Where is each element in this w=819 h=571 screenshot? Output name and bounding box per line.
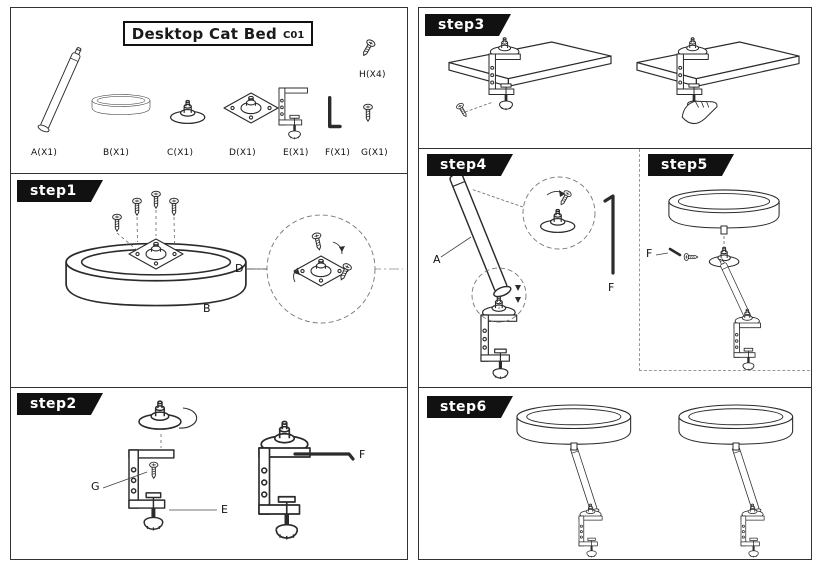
bed-drawing	[668, 189, 780, 229]
part-c-swivel-drawing	[170, 99, 206, 124]
desk-board-drawing-2	[636, 41, 800, 87]
swivel-drawing	[138, 400, 182, 430]
part-d-plate-drawing	[223, 92, 279, 124]
step45-row: step4 A F	[419, 149, 811, 388]
part-label-g: G(X1)	[361, 148, 388, 158]
assembly1-bed	[516, 404, 632, 445]
callout-e: E	[221, 503, 228, 516]
step5-banner: step5	[648, 154, 734, 176]
hand-drawing	[679, 96, 721, 127]
screw-drawing	[683, 253, 699, 261]
step5-section: step5 F	[639, 149, 810, 371]
step2-banner: step2	[17, 393, 103, 415]
step4-banner: step4	[427, 154, 513, 176]
callout-f2: F	[359, 448, 366, 461]
desk-board-drawing	[448, 41, 612, 87]
callout-f5: F	[646, 247, 653, 260]
part-label-e: E(X1)	[283, 148, 309, 158]
step6-section: step6	[419, 388, 811, 558]
part-label-c: C(X1)	[167, 148, 194, 158]
step4-section: step4 A F	[419, 149, 639, 388]
assembly1-clamp	[579, 504, 602, 558]
pole-drawing	[442, 161, 513, 300]
allen-key-drawing	[293, 452, 355, 461]
assembled-clamp-drawing	[259, 421, 310, 539]
right-panel: step3 step4	[418, 7, 812, 560]
part-label-b: B(X1)	[103, 148, 130, 158]
callout-d: D	[235, 262, 244, 275]
screw-g-drawing	[149, 461, 159, 479]
part-label-h: H(X4)	[359, 70, 386, 80]
part-label-a: A(X1)	[31, 148, 58, 158]
part-label-d: D(X1)	[229, 148, 256, 158]
step6-illustration	[516, 404, 794, 558]
product-model: C01	[283, 30, 305, 41]
part-g-screw-drawing	[363, 103, 373, 122]
step2-section: step2 G E F	[11, 388, 407, 558]
step1-illustration	[65, 190, 403, 324]
callout-a: A	[433, 253, 441, 266]
step1-banner: step1	[17, 180, 103, 202]
assembly2-pole	[728, 440, 762, 516]
assembly2-bed	[678, 404, 794, 445]
assembly2-clamp	[741, 504, 764, 558]
part-b-bed-drawing	[91, 94, 151, 115]
parts-section: Desktop Cat Bed C01 A(X1) B(X1) C(X1) D(…	[11, 8, 407, 174]
part-f-allen-key-drawing	[328, 95, 342, 129]
part-h-screw-drawing	[359, 37, 377, 59]
part-a-pole-drawing	[36, 45, 86, 134]
left-panel: Desktop Cat Bed C01 A(X1) B(X1) C(X1) D(…	[10, 7, 408, 560]
callout-g: G	[91, 480, 100, 493]
callout-f4: F	[608, 281, 615, 294]
title-box: Desktop Cat Bed C01	[123, 21, 313, 46]
allen-key-drawing	[603, 194, 615, 275]
step1-section: step1	[11, 174, 407, 388]
clamp-assembly-drawing	[734, 309, 761, 370]
detail-circle-bottom	[471, 267, 527, 323]
part-e-clamp-drawing	[277, 86, 309, 141]
step6-banner: step6	[427, 396, 513, 418]
product-title: Desktop Cat Bed	[131, 24, 278, 43]
part-label-f: F(X1)	[325, 148, 351, 158]
step3-banner: step3	[425, 14, 511, 36]
step3-section: step3	[419, 8, 811, 149]
step4-illustration	[440, 161, 615, 388]
allen-key-drawing	[668, 247, 682, 257]
assembly1-pole	[566, 440, 600, 516]
step5-illustration	[655, 189, 780, 370]
step2-illustration	[102, 400, 355, 558]
callout-b: B	[203, 302, 211, 315]
